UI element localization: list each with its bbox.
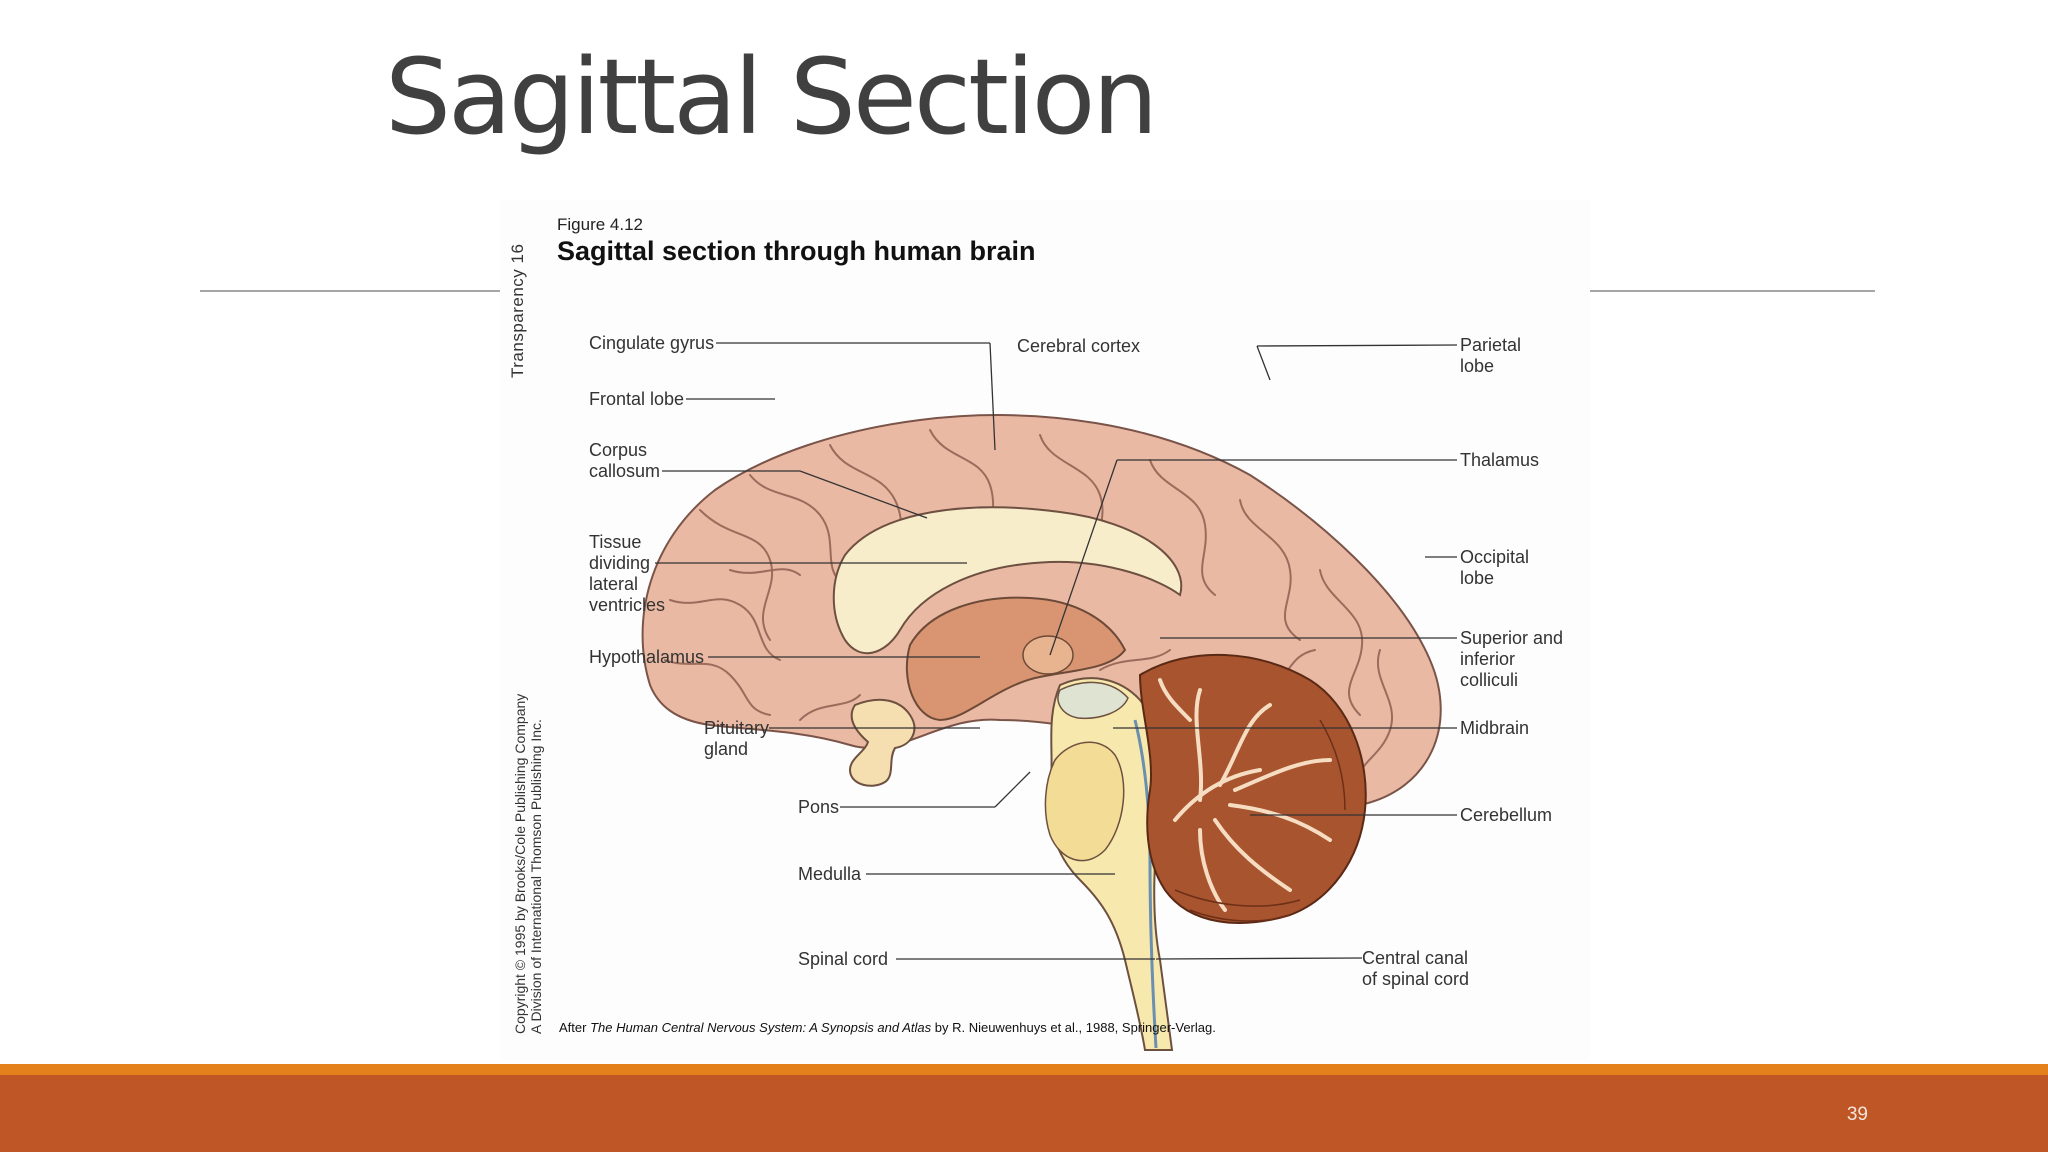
corpus-callosum-shape xyxy=(832,506,1183,655)
colliculi-shape xyxy=(1057,681,1129,720)
figure-attribution: After The Human Central Nervous System: … xyxy=(559,1020,1216,1035)
label-parietal-1: Parietal xyxy=(1460,335,1522,355)
label-central-canal-2: of spinal cord xyxy=(1362,969,1470,989)
label-midbrain: Midbrain xyxy=(1460,718,1530,738)
title-rule-right xyxy=(1588,290,1875,292)
slide-title: Sagittal Section xyxy=(385,36,1158,158)
attribution-book: The Human Central Nervous System: A Syno… xyxy=(590,1020,932,1035)
label-colliculi-3: colliculi xyxy=(1460,670,1519,690)
label-tissue-1: Tissue xyxy=(589,532,642,552)
label-tissue-3: lateral xyxy=(589,574,639,594)
label-pituitary-2: gland xyxy=(704,739,749,759)
footer-bar xyxy=(0,1075,2048,1152)
label-occipital-1: Occipital xyxy=(1460,547,1530,567)
thalamus-shape xyxy=(905,596,1127,722)
leader-lines xyxy=(655,342,1458,960)
label-spinal-cord: Spinal cord xyxy=(798,949,889,969)
label-colliculi-1: Superior and xyxy=(1460,628,1564,648)
label-central-canal-1: Central canal xyxy=(1362,948,1469,968)
attribution-prefix: After xyxy=(559,1020,591,1035)
label-pituitary-1: Pituitary xyxy=(704,718,770,738)
label-pons: Pons xyxy=(798,797,840,817)
label-colliculi-2: inferior xyxy=(1460,649,1516,669)
label-thalamus: Thalamus xyxy=(1460,450,1540,470)
label-cingulate-gyrus: Cingulate gyrus xyxy=(589,333,715,353)
label-hypothalamus: Hypothalamus xyxy=(589,647,705,667)
label-cerebral-cortex: Cerebral cortex xyxy=(1017,336,1141,356)
title-rule-left xyxy=(200,290,500,292)
fourth-ventricle xyxy=(1133,719,1158,1049)
label-medulla: Medulla xyxy=(798,864,862,884)
figure-number: Figure 4.12 xyxy=(557,215,643,234)
label-frontal-lobe: Frontal lobe xyxy=(589,389,685,409)
label-tissue-2: dividing xyxy=(589,553,651,573)
footer-accent-bar xyxy=(0,1064,2048,1075)
pituitary-shape xyxy=(848,698,916,787)
attribution-suffix: by R. Nieuwenhuys et al., 1988, Springer… xyxy=(931,1020,1216,1035)
label-tissue-4: ventricles xyxy=(589,595,666,615)
label-cerebellum: Cerebellum xyxy=(1460,805,1553,825)
brain-figure: Figure 4.12 Sagittal section through hum… xyxy=(500,200,1590,1060)
page-number: 39 xyxy=(1846,1104,1868,1125)
label-corpus-callosum-1: Corpus xyxy=(589,440,648,460)
brain-illustration xyxy=(641,342,1458,1051)
label-parietal-2: lobe xyxy=(1460,356,1495,376)
label-corpus-callosum-2: callosum xyxy=(589,461,661,481)
pons-shape xyxy=(1044,741,1125,862)
figure-title: Sagittal section through human brain xyxy=(557,236,1036,266)
label-occipital-2: lobe xyxy=(1460,568,1495,588)
thalamus-oval xyxy=(1022,635,1074,675)
